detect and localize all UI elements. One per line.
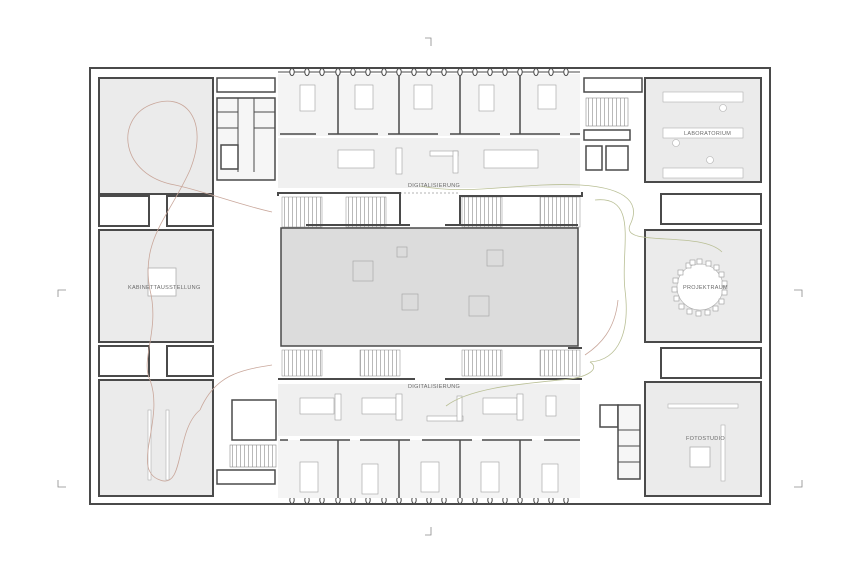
bottom-offices (278, 439, 580, 498)
room-label-fotostudio: FOTOSTUDIO (686, 436, 725, 442)
room-label-digitalisierung-bottom: DIGITALISIERUNG (408, 384, 461, 390)
right-wing (644, 77, 762, 497)
room-label-kabinettausstellung: KABINETTAUSSTELLUNG (128, 285, 201, 291)
registration-marks (57, 37, 803, 536)
top-office-desks (299, 84, 557, 112)
room-label-projektraum: PROJEKTRAUM (683, 285, 728, 291)
left-wing (98, 77, 214, 497)
room-label-laboratorium: LABORATORIUM (684, 131, 732, 137)
projektraum-chairs (671, 258, 728, 317)
top-digitalisierung-hall (278, 138, 580, 194)
left-core (216, 77, 277, 485)
right-core (583, 77, 643, 480)
room-label-digitalisierung-top: DIGITALISIERUNG (408, 183, 461, 189)
courtyard-stairs (277, 192, 583, 380)
circulation-paths (127, 100, 723, 482)
courtyard (280, 227, 579, 347)
bottom-digitalisierung-hall (278, 384, 580, 436)
